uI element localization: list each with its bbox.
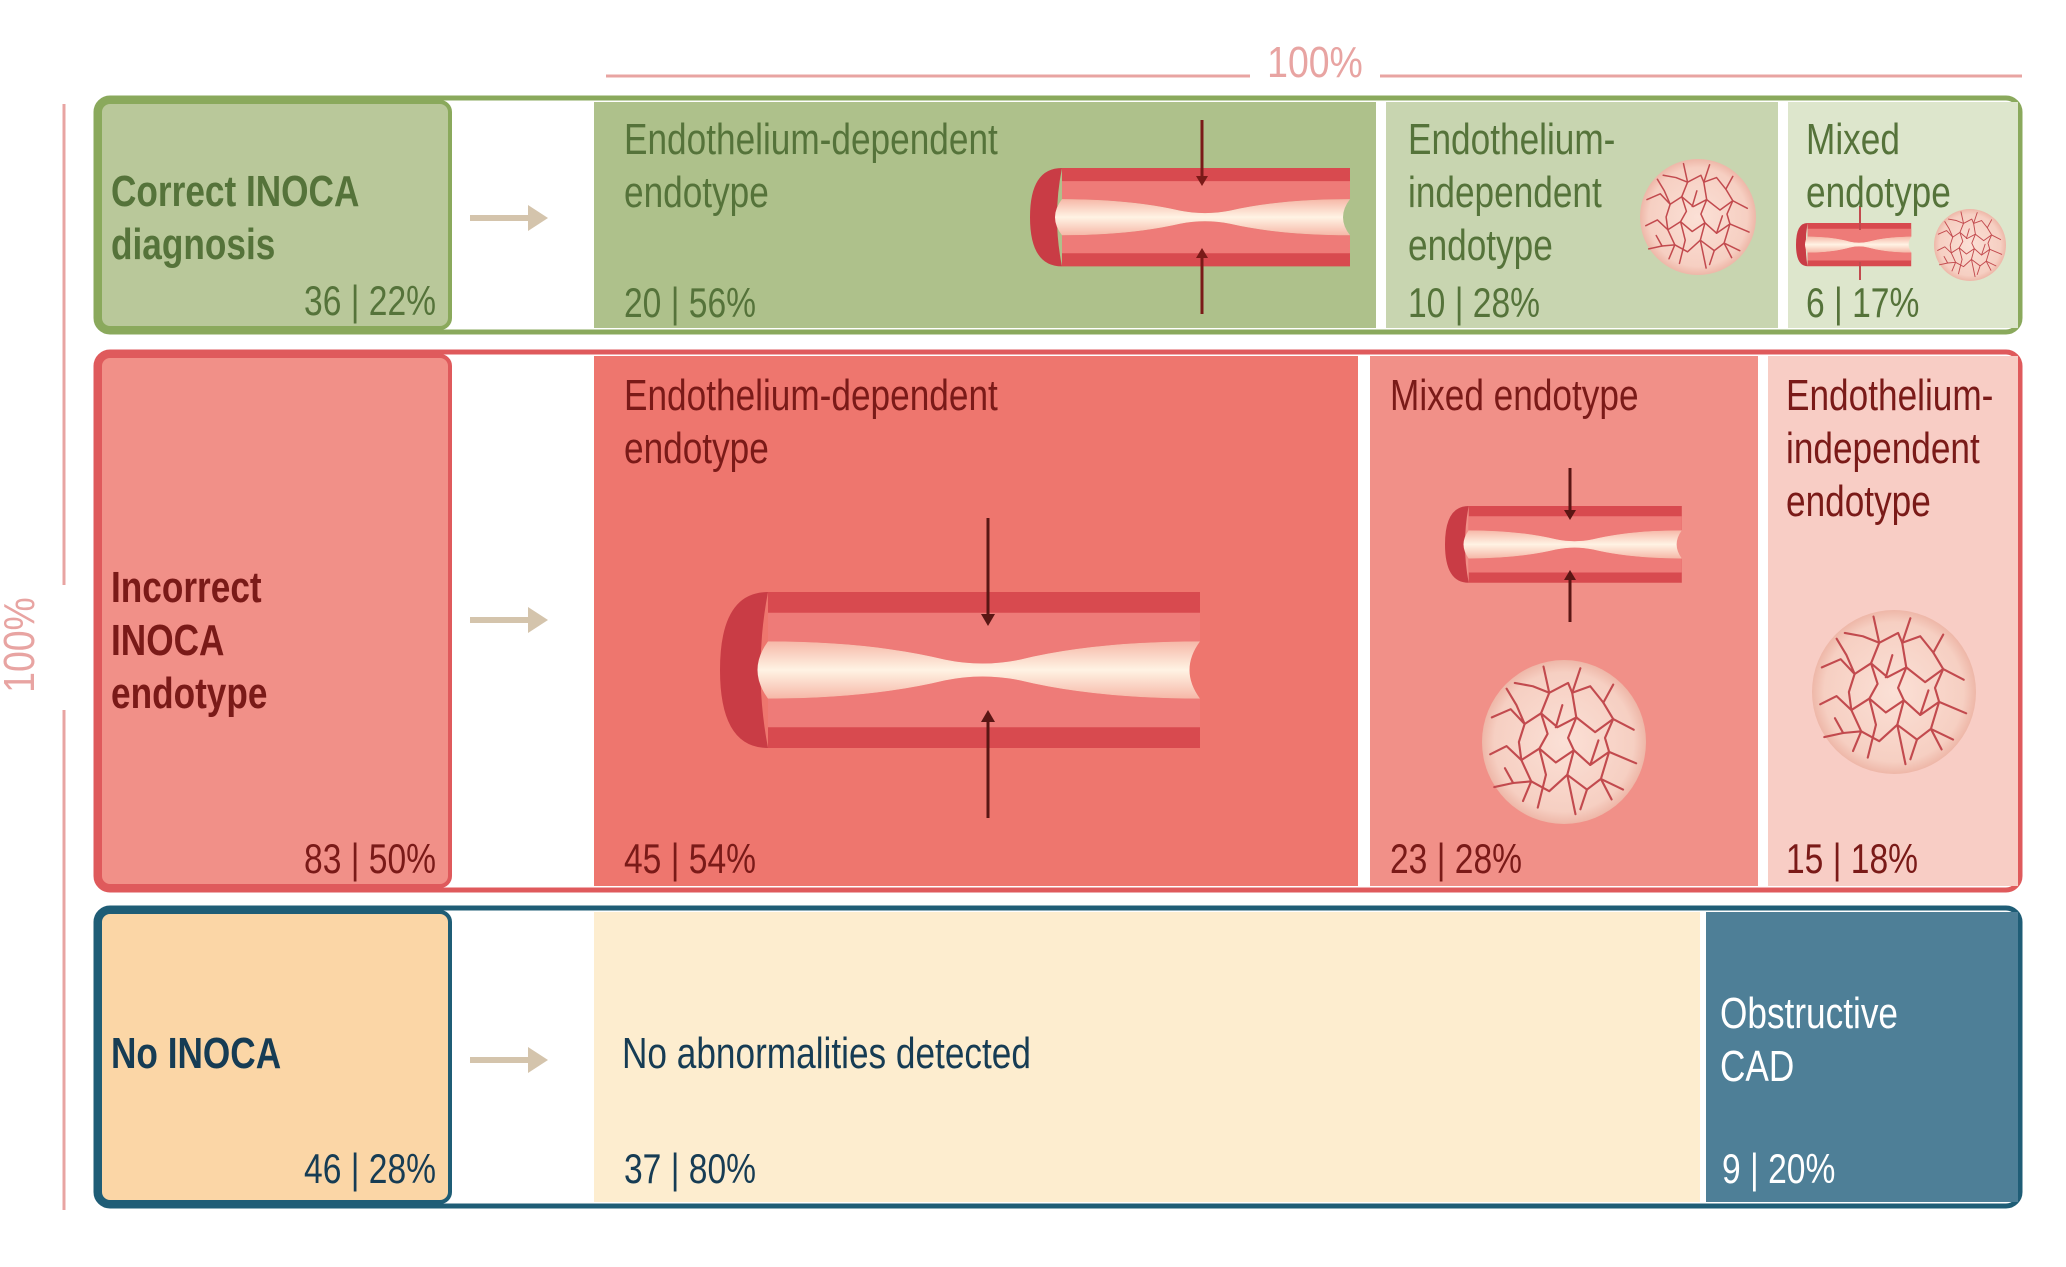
narrowed-artery-icon <box>720 518 1200 818</box>
narrowed-artery-icon <box>1030 120 1350 314</box>
row-correct <box>93 95 2023 335</box>
segment-stat: 20 | 56% <box>624 279 757 326</box>
artery-and-microvascular-icon <box>1445 468 1682 826</box>
row-incorrect-label: Incorrect INOCA endotype <box>111 563 268 718</box>
segment-stat: 15 | 18% <box>1786 835 1919 882</box>
segment-label: Endothelium- independent endotype <box>1408 115 1616 270</box>
correct-summary-box <box>98 100 452 330</box>
segment-stat: 45 | 54% <box>624 835 757 882</box>
segment-label: No abnormalities detected <box>622 1029 1031 1078</box>
row-none-stat: 46 | 28% <box>303 1145 436 1192</box>
row-correct-label: Correct INOCA diagnosis <box>111 167 360 269</box>
row-incorrect <box>93 349 2023 893</box>
row-incorrect-stat: 83 | 50% <box>303 835 436 882</box>
segment-obstructive-cad <box>1706 912 2018 1202</box>
segment-label: Endothelium- independent endotype <box>1786 371 1994 526</box>
segment-label: Endothelium-dependent endotype <box>624 115 998 217</box>
row-none <box>93 905 2023 1209</box>
row-none-label: No INOCA <box>111 1029 282 1078</box>
top-total-label: 100% <box>1259 38 1371 88</box>
incorrect-summary-box <box>98 354 452 888</box>
segment-label: Obstructive CAD <box>1720 989 1899 1091</box>
segment-stat: 23 | 28% <box>1390 835 1523 882</box>
segment-stat: 6 | 17% <box>1806 279 1920 326</box>
segment-stat: 37 | 80% <box>624 1145 757 1192</box>
segment-stat: 10 | 28% <box>1408 279 1541 326</box>
segment-label: Mixed endotype <box>1390 371 1639 420</box>
artery-and-microvascular-icon <box>1796 206 2007 282</box>
row-correct-stat: 36 | 22% <box>303 277 436 324</box>
segment-no-abnormalities <box>594 912 1700 1202</box>
none-summary-box <box>98 910 452 1204</box>
segment-label: Mixed endotype <box>1806 115 1951 217</box>
segment-label: Endothelium-dependent endotype <box>624 371 998 473</box>
microvascular-network-icon <box>1639 158 1757 276</box>
microvascular-network-icon <box>1810 608 1978 776</box>
segment-stat: 9 | 20% <box>1722 1145 1836 1192</box>
left-total-label: 100% <box>0 594 45 696</box>
